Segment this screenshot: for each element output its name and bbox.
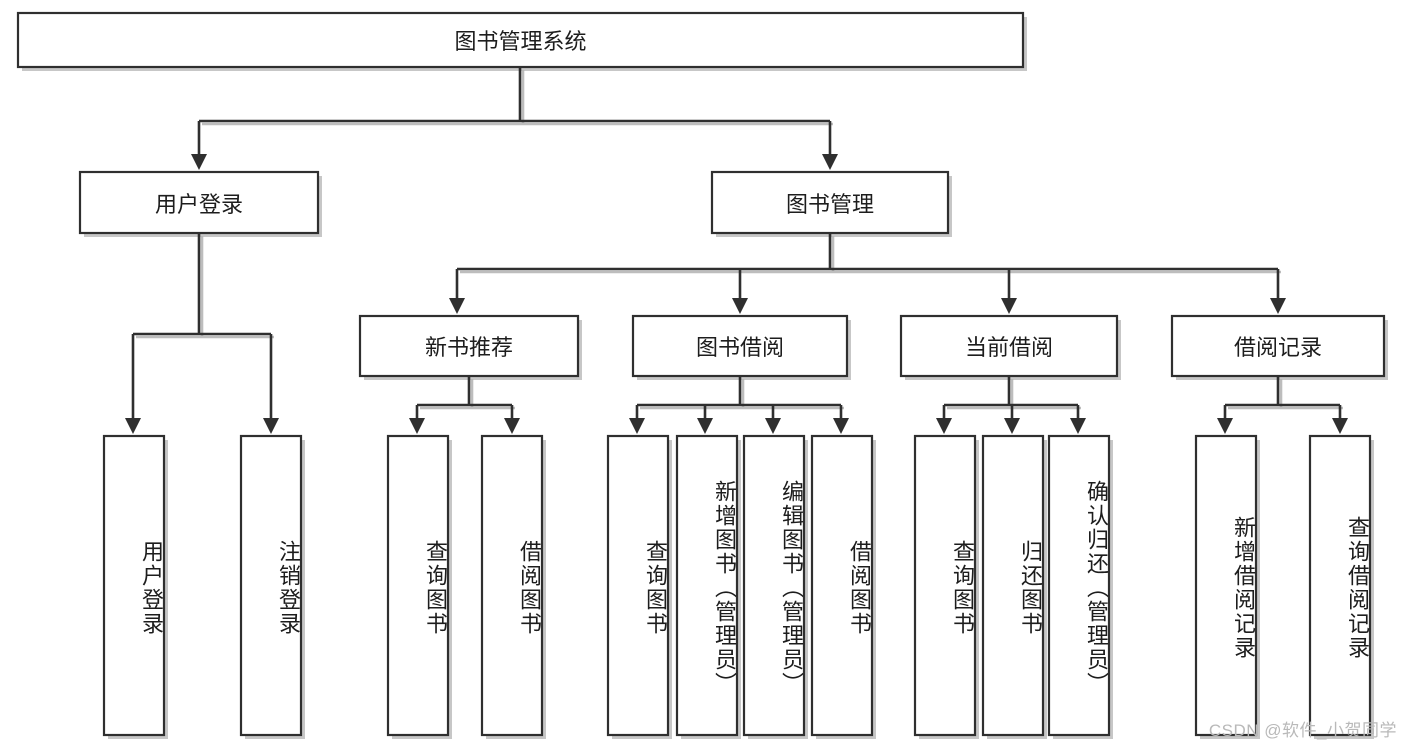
node-leaf-confirm-return[interactable] — [1047, 434, 1111, 737]
node-leaf-logout[interactable] — [239, 434, 303, 737]
arrow-current-borrow — [1001, 269, 1017, 314]
connector-bar-new-book-rec — [417, 376, 512, 407]
arrow-leaf-user-login — [125, 334, 141, 434]
node-new-book-rec[interactable] — [358, 314, 580, 378]
watermark-text: CSDN @软件_小贺同学 — [1208, 721, 1397, 740]
connector-bar-borrow-record — [1225, 376, 1340, 407]
node-book-manage[interactable] — [710, 170, 950, 235]
node-leaf-query-book[interactable] — [606, 434, 670, 737]
node-user-login[interactable] — [78, 170, 320, 235]
node-leaf-add-record[interactable] — [1194, 434, 1258, 737]
connector-layer — [133, 67, 1340, 407]
arrow-leaf-return-book — [1004, 405, 1020, 434]
arrow-leaf-query-book — [629, 405, 645, 434]
arrow-leaf-add-book — [697, 405, 713, 434]
arrow-leaf-edit-book — [765, 405, 781, 434]
arrow-book-manage — [822, 121, 838, 170]
connector-bar-root — [199, 67, 830, 123]
node-current-borrow[interactable] — [899, 314, 1119, 378]
connector-bar-book-manage — [457, 233, 1278, 271]
node-leaf-edit-book[interactable] — [742, 434, 806, 737]
arrow-book-borrow — [732, 269, 748, 314]
arrow-leaf-add-record — [1217, 405, 1233, 434]
arrow-leaf-query-book-cur — [936, 405, 952, 434]
connector-bar-user-login — [133, 233, 271, 336]
node-leaf-query-book-rec[interactable] — [386, 434, 450, 737]
arrow-user-login — [191, 121, 207, 170]
arrow-leaf-borrow-book — [833, 405, 849, 434]
node-leaf-borrow-book[interactable] — [810, 434, 874, 737]
arrow-borrow-record — [1270, 269, 1286, 314]
node-box-layer — [16, 11, 1386, 737]
node-root[interactable] — [16, 11, 1025, 69]
connector-bar-book-borrow — [637, 376, 841, 407]
node-leaf-borrow-book-rec[interactable] — [480, 434, 544, 737]
node-leaf-query-book-cur[interactable] — [913, 434, 977, 737]
arrow-leaf-query-record — [1332, 405, 1348, 434]
arrow-leaf-borrow-book-rec — [504, 405, 520, 434]
node-leaf-return-book[interactable] — [981, 434, 1045, 737]
node-book-borrow[interactable] — [631, 314, 849, 378]
arrow-layer — [125, 121, 1348, 434]
arrow-new-book-rec — [449, 269, 465, 314]
node-leaf-add-book[interactable] — [675, 434, 739, 737]
arrow-leaf-query-book-rec — [409, 405, 425, 434]
node-leaf-user-login[interactable] — [102, 434, 166, 737]
arrow-leaf-confirm-return — [1070, 405, 1086, 434]
arrow-leaf-logout — [263, 334, 279, 434]
node-borrow-record[interactable] — [1170, 314, 1386, 378]
node-leaf-query-record[interactable] — [1308, 434, 1372, 737]
